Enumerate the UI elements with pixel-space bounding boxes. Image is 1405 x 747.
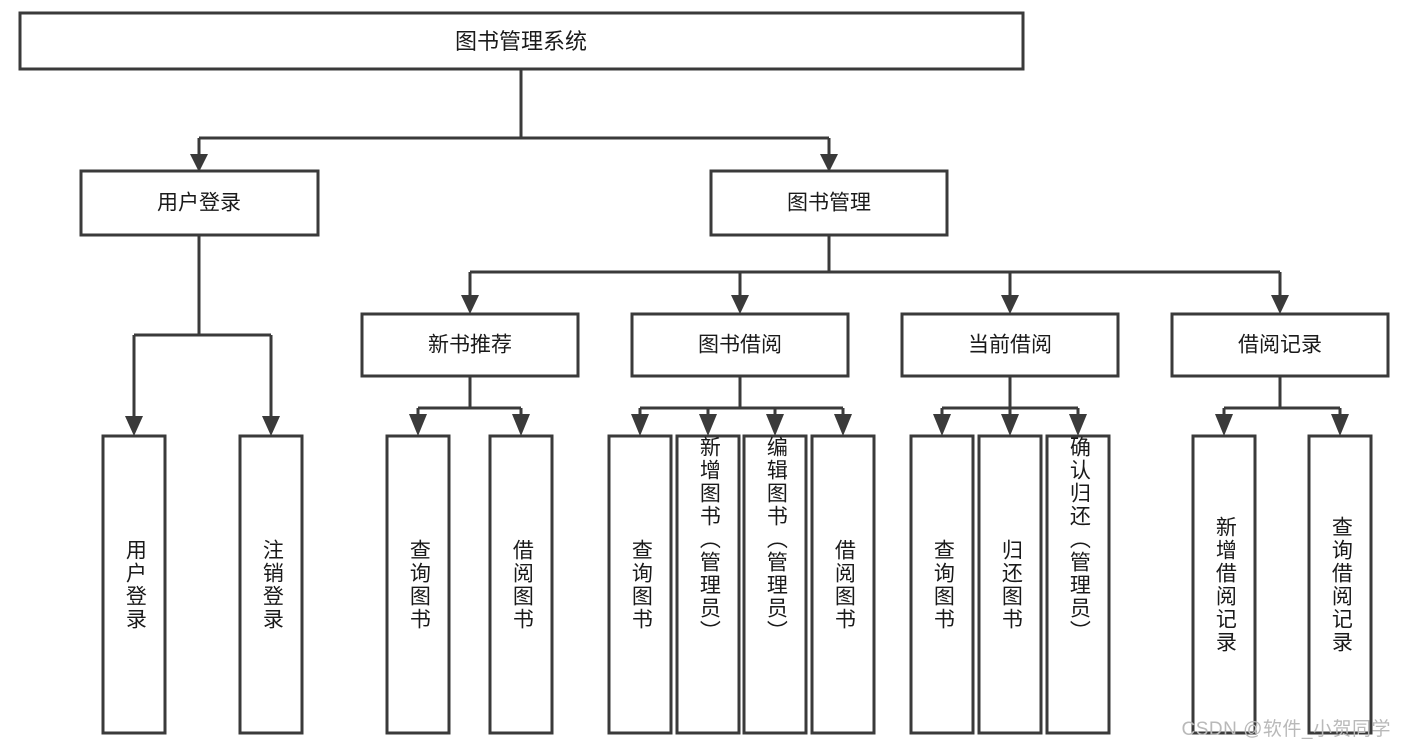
node-layer bbox=[18, 11, 1390, 735]
node-current-borrow[interactable] bbox=[900, 312, 1120, 378]
watermark-text: CSDN @软件_小贺同学 bbox=[1181, 719, 1391, 740]
node-user-login[interactable] bbox=[79, 169, 320, 237]
arrowhead-leaf-return-book bbox=[1001, 414, 1019, 436]
leaf-box-confirm-return[interactable] bbox=[1045, 434, 1111, 735]
arrowhead-leaf-confirm-return bbox=[1069, 414, 1087, 436]
arrowhead-leaf-query-book-1 bbox=[409, 414, 427, 436]
arrowhead-leaf-logout bbox=[262, 416, 280, 436]
node-new-book-recommend[interactable] bbox=[360, 312, 580, 378]
leaf-box-query-book-3[interactable] bbox=[909, 434, 975, 735]
arrowhead-leaf-add-record bbox=[1215, 414, 1233, 436]
arrowhead-leaf-add-book bbox=[699, 414, 717, 436]
arrowhead-leaf-edit-book bbox=[766, 414, 784, 436]
label-new-book-recommend: 新书推荐 bbox=[428, 334, 512, 357]
arrowhead-borrow-record bbox=[1271, 295, 1289, 314]
leaf-box-query-book-1[interactable] bbox=[385, 434, 451, 735]
node-root[interactable] bbox=[18, 11, 1025, 71]
label-user-login: 用户登录 bbox=[157, 192, 241, 215]
arrowhead-book-mgmt bbox=[820, 154, 838, 172]
arrowhead-leaf-user-login bbox=[125, 416, 143, 436]
leaf-box-borrow-book-2[interactable] bbox=[810, 434, 876, 735]
leaf-box-user-login[interactable] bbox=[101, 434, 167, 735]
label-root: 图书管理系统 bbox=[455, 29, 587, 54]
arrowhead-leaf-query-record bbox=[1331, 414, 1349, 436]
node-book-management[interactable] bbox=[709, 169, 949, 237]
label-book-management: 图书管理 bbox=[787, 192, 871, 215]
arrowhead-book-borrow bbox=[731, 295, 749, 314]
arrowhead-leaf-query-book-2 bbox=[631, 414, 649, 436]
label-borrow-record: 借阅记录 bbox=[1238, 334, 1322, 357]
leaf-box-edit-book[interactable] bbox=[742, 434, 808, 735]
leaf-box-borrow-book-1[interactable] bbox=[488, 434, 554, 735]
label-book-borrow: 图书借阅 bbox=[698, 334, 782, 357]
leaf-box-query-record[interactable] bbox=[1307, 434, 1373, 735]
label-layer: 图书管理系统 用户登录 图书管理 新书推荐 图书借阅 当前借阅 借阅记录 bbox=[157, 29, 1322, 357]
leaf-box-logout[interactable] bbox=[238, 434, 304, 735]
label-current-borrow: 当前借阅 bbox=[968, 334, 1052, 357]
arrowhead-user-login bbox=[190, 154, 208, 172]
arrowhead-leaf-query-book-3 bbox=[933, 414, 951, 436]
leaf-box-add-book[interactable] bbox=[675, 434, 741, 735]
arrowhead-leaf-borrow-book-2 bbox=[834, 414, 852, 436]
arrowhead-current-borrow bbox=[1001, 295, 1019, 314]
leaf-box-return-book[interactable] bbox=[977, 434, 1043, 735]
node-borrow-record[interactable] bbox=[1170, 312, 1390, 378]
arrowhead-new-book bbox=[461, 295, 479, 314]
node-book-borrow[interactable] bbox=[630, 312, 850, 378]
leaf-box-add-record[interactable] bbox=[1191, 434, 1257, 735]
leaf-box-query-book-2[interactable] bbox=[607, 434, 673, 735]
arrowhead-leaf-borrow-book-1 bbox=[512, 414, 530, 436]
connector-layer bbox=[125, 69, 1349, 436]
